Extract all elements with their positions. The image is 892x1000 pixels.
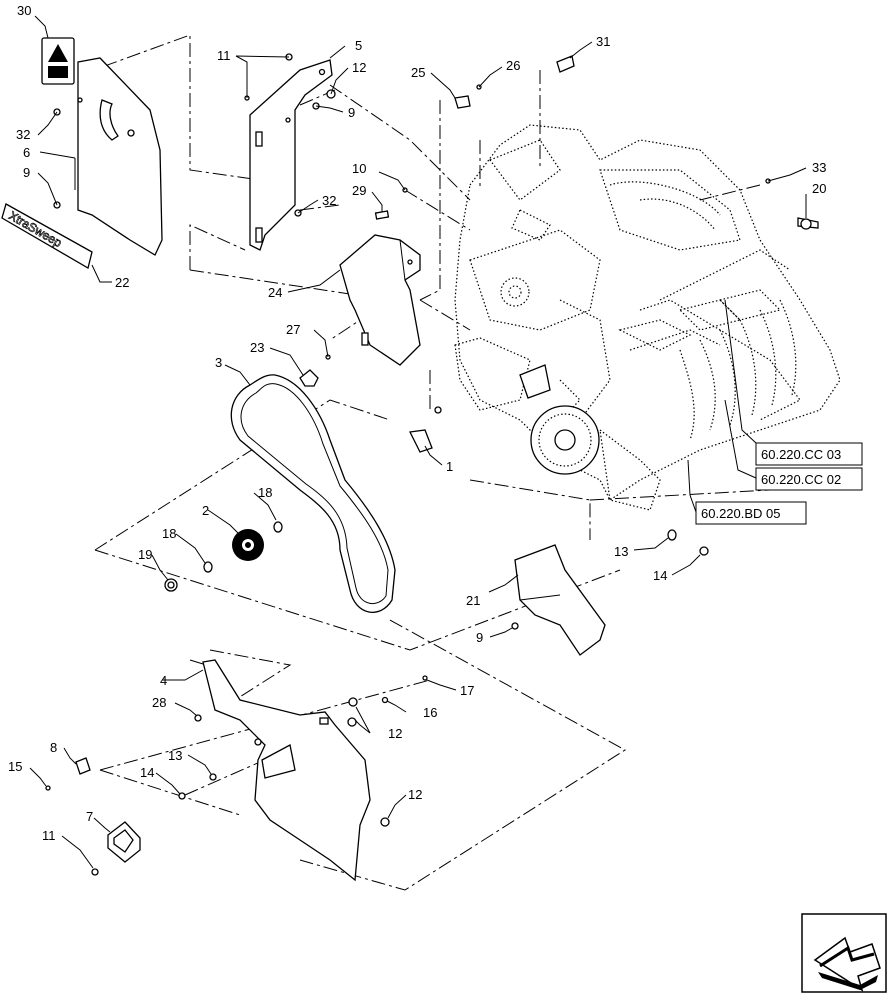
- callout-1: 1: [446, 459, 453, 474]
- frame-sprocket: [519, 364, 600, 475]
- callout-12: 12: [408, 787, 422, 802]
- callout-26: 26: [506, 58, 520, 73]
- callout-29: 29: [352, 183, 366, 198]
- shield-6: [77, 57, 163, 256]
- callout-24: 24: [268, 285, 282, 300]
- callout-33: 33: [812, 160, 826, 175]
- baler-frame: [454, 124, 841, 511]
- ref-box-60-220-bd-05[interactable]: 60.220.BD 05: [695, 501, 807, 525]
- callout-6: 6: [23, 145, 30, 160]
- callout-9: 9: [476, 630, 483, 645]
- callout-22: 22: [115, 275, 129, 290]
- callout-17: 17: [460, 683, 474, 698]
- callout-10: 10: [352, 161, 366, 176]
- callout-11: 11: [42, 828, 56, 843]
- callout-9: 9: [23, 165, 30, 180]
- small-parts: [75, 55, 575, 775]
- callout-11: 11: [217, 48, 231, 63]
- callout-32: 32: [322, 193, 336, 208]
- phantom-lines: [79, 34, 771, 891]
- callout-30: 30: [17, 3, 31, 18]
- callout-12: 12: [352, 60, 366, 75]
- return-arrow-icon[interactable]: [801, 913, 887, 993]
- callout-28: 28: [152, 695, 166, 710]
- reference-boxes: 60.220.CC 03 60.220.CC 02 60.220.BD 05: [695, 442, 863, 525]
- xtrasweep-decal-text: XtraSweep: [7, 208, 65, 250]
- ref-bd05-text: 60.220.BD 05: [701, 506, 781, 521]
- callout-8: 8: [50, 740, 57, 755]
- callout-23: 23: [250, 340, 264, 355]
- leader-lines: [29, 15, 807, 869]
- sprocket-2: [232, 529, 264, 561]
- callout-31: 31: [596, 34, 610, 49]
- callout-19: 19: [138, 547, 152, 562]
- callout-3: 3: [215, 355, 222, 370]
- callout-13: 13: [168, 748, 182, 763]
- callout-labels: 30 32 6 9 22 11 5 12 9 32 10 29 24 27 23…: [8, 3, 826, 843]
- bracket-5: [249, 59, 333, 251]
- callout-18: 18: [162, 526, 176, 541]
- decal-30: [41, 37, 75, 85]
- callout-15: 15: [8, 759, 22, 774]
- belt-3: [230, 374, 396, 613]
- callout-18: 18: [258, 485, 272, 500]
- callout-20: 20: [812, 181, 826, 196]
- handle-7: [107, 821, 141, 863]
- ref-cc02-text: 60.220.CC 02: [761, 472, 841, 487]
- shield-4: [202, 659, 371, 882]
- callout-16: 16: [423, 705, 437, 720]
- callout-9: 9: [348, 105, 355, 120]
- callout-12: 12: [388, 726, 402, 741]
- callout-5: 5: [355, 38, 362, 53]
- ref-box-60-220-cc-02[interactable]: 60.220.CC 02: [755, 467, 863, 491]
- callout-27: 27: [286, 322, 300, 337]
- fasteners: [45, 53, 819, 876]
- guard-21: [514, 544, 606, 656]
- callout-7: 7: [86, 809, 93, 824]
- callout-4: 4: [160, 673, 167, 688]
- callout-13: 13: [614, 544, 628, 559]
- callout-25: 25: [411, 65, 425, 80]
- ref-cc03-text: 60.220.CC 03: [761, 447, 841, 462]
- ref-box-60-220-cc-03[interactable]: 60.220.CC 03: [755, 442, 863, 466]
- callout-21: 21: [466, 593, 480, 608]
- callout-14: 14: [653, 568, 667, 583]
- callout-2: 2: [202, 503, 209, 518]
- callout-32: 32: [16, 127, 30, 142]
- bracket-24: [339, 234, 421, 366]
- xtrasweep-decal-22: XtraSweep: [1, 203, 93, 269]
- callout-14: 14: [140, 765, 154, 780]
